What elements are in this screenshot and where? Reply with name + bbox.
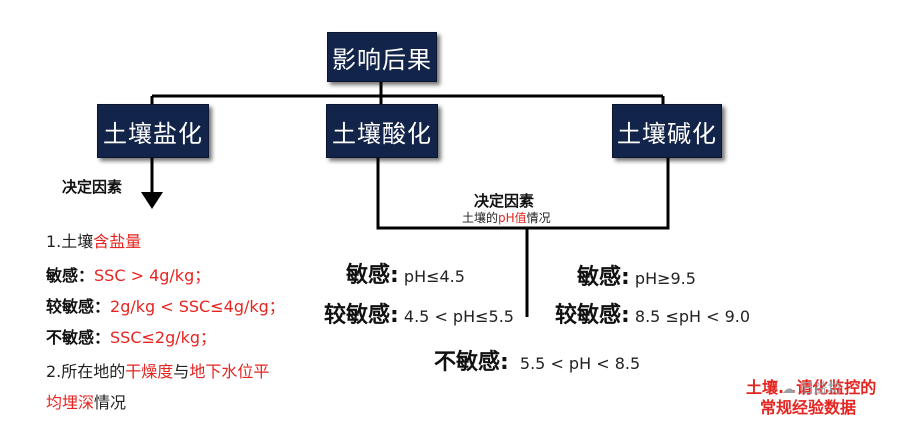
insensitive-label: 不敏感： — [46, 328, 111, 347]
item2-part-3: 情况 — [94, 393, 127, 412]
item2-part-2: 与 — [173, 362, 190, 381]
alkali-moderate-value: 8.5 ≤pH < 9.0 — [634, 307, 751, 326]
salinization-moderate-row: 较敏感：2g/kg < SSC≤4g/kg； — [46, 293, 285, 317]
salinization-factor-label: 决定因素 — [62, 178, 123, 196]
acid-moderate-label: 较敏感: — [324, 303, 399, 328]
item2-part-1: 2.所在地的 — [46, 362, 126, 381]
ph-factor-sub-highlight: pH值 — [498, 211, 527, 225]
sensitive-label: 敏感： — [46, 266, 95, 285]
ph-factor-sub-prefix: 土壤的 — [462, 211, 499, 225]
acid-sensitive-value: pH≤4.5 — [403, 267, 465, 286]
ph-factor-subtitle: 土壤的pH值情况 — [462, 209, 551, 226]
alkali-moderate-label: 较敏感: — [555, 303, 630, 328]
branch-box-alkalization: 土壤碱化 — [612, 104, 722, 158]
item1-prefix: 1.土壤 — [46, 232, 94, 251]
watermark-line-1: 土壤...请化监控的 — [746, 378, 877, 397]
neutral-insensitive-label: 不敏感: — [434, 350, 509, 375]
watermark-line-2: 常规经验数据 — [760, 398, 857, 417]
item2-highlight-1: 干燥度 — [125, 362, 174, 381]
alkali-sensitive-row: 敏感: pH≥9.5 — [577, 259, 696, 291]
ph-factor-sub-suffix: 情况 — [526, 211, 551, 225]
watermark-account-name: 旧益坊 — [799, 381, 842, 397]
moderate-label: 较敏感： — [46, 297, 111, 316]
neutral-insensitive-row: 不敏感: 5.5 < pH < 8.5 — [434, 344, 640, 376]
salinization-sensitive-row: 敏感：SSC > 4g/kg； — [46, 262, 210, 286]
salinization-item-2-line-2: 均埋深情况 — [46, 389, 126, 413]
acid-sensitive-row: 敏感: pH≤4.5 — [346, 257, 465, 289]
alkali-sensitive-value: pH≥9.5 — [634, 269, 696, 288]
sensitive-value: SSC > 4g/kg； — [94, 266, 211, 285]
acid-moderate-row: 较敏感: 4.5 < pH≤5.5 — [324, 297, 514, 329]
moderate-value: 2g/kg < SSC≤4g/kg； — [110, 297, 285, 316]
neutral-insensitive-value: 5.5 < pH < 8.5 — [519, 354, 641, 373]
item1-highlight: 含盐量 — [93, 232, 142, 251]
item2-highlight-3: 均埋深 — [46, 393, 95, 412]
alkali-moderate-row: 较敏感: 8.5 ≤pH < 9.0 — [555, 297, 750, 329]
salinization-item-2-line-1: 2.所在地的干燥度与地下水位平 — [46, 358, 269, 382]
item2-highlight-2: 地下水位平 — [189, 362, 270, 381]
acid-sensitive-label: 敏感: — [346, 263, 399, 288]
wechat-icon: ☁ — [782, 382, 795, 397]
root-box-impact: 影响后果 — [327, 32, 437, 82]
salinization-insensitive-row: 不敏感：SSC≤2g/kg； — [46, 324, 216, 348]
alkali-sensitive-label: 敏感: — [577, 265, 630, 290]
salinization-item-1: 1.土壤含盐量 — [46, 228, 141, 252]
acid-moderate-value: 4.5 < pH≤5.5 — [403, 307, 514, 326]
watermark-account: ☁ 旧益坊 — [782, 378, 841, 398]
ph-factor-title: 决定因素 — [474, 192, 535, 210]
branch-box-salinization: 土壤盐化 — [97, 104, 209, 158]
down-arrow-icon — [141, 192, 163, 209]
insensitive-value: SSC≤2g/kg； — [110, 328, 217, 347]
footer-watermark: 土壤...请化监控的 常规经验数据 — [746, 378, 876, 418]
branch-box-acidification: 土壤酸化 — [326, 104, 438, 158]
